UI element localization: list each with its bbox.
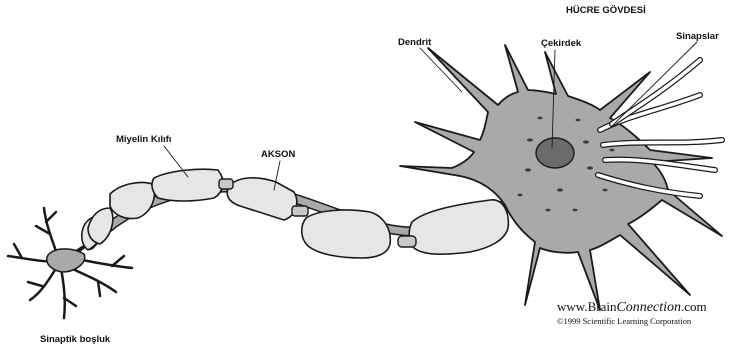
credit-site-emphasis: Connection [616, 300, 681, 315]
credit-site-suffix: .com [681, 299, 707, 314]
label-nucleus: Çekirdek [541, 38, 581, 49]
credit-site: www.BrainConnection.com [557, 299, 707, 316]
label-myelin-sheath: Miyelin Kılıfı [116, 134, 171, 145]
axon-terminal-core [47, 249, 85, 272]
label-cell-body: HÜCRE GÖVDESİ [566, 5, 646, 16]
credit-site-prefix: www.Brain [557, 299, 616, 314]
label-dendrite: Dendrit [398, 37, 431, 48]
nucleus [536, 138, 574, 168]
label-synaptic-gap: Sinaptik boşluk [40, 334, 110, 345]
label-axon: AKSON [261, 149, 295, 160]
label-synapses: Sinapslar [676, 31, 719, 42]
credit-copyright: ©1999 Scientific Learning Corporation [557, 316, 691, 326]
